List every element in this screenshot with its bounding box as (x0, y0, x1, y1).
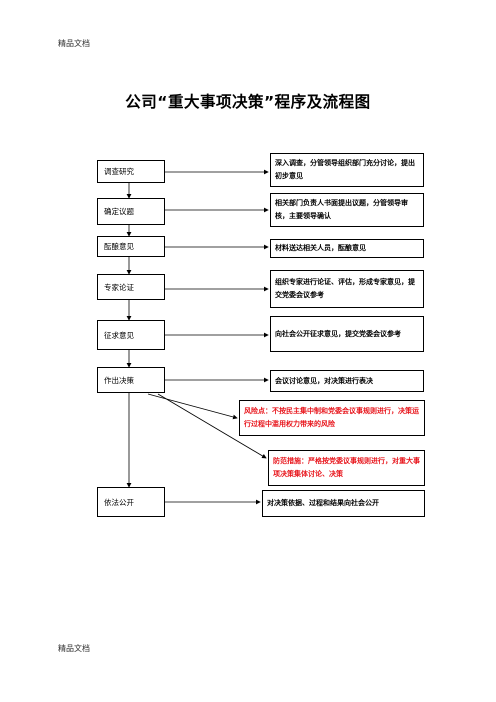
footer-label: 精品文档 (58, 644, 90, 653)
step-label: 依法公开 (104, 497, 134, 507)
step-expert: 专家论证 (97, 274, 165, 300)
step-label: 酝酿意见 (104, 242, 134, 251)
desc-brew: 材料送达相关人员，酝酿意见 (270, 239, 424, 258)
prevention-text: 防范措施：严格按党委议事规则进行，对重大事项决策集体讨论、决策 (273, 457, 420, 478)
desc-topic: 相关部门负责人书面提出议题，分管领导审核，主要领导确认 (270, 193, 424, 227)
step-label: 作出决策 (104, 375, 134, 385)
step-brew: 酝酿意见 (97, 236, 165, 257)
desc-survey: 深入调查，分管领导组织部门充分讨论，提出初步意见 (270, 153, 424, 187)
risk-text: 风险点：不按民主集中制和党委会议事规则进行，决策运行过程中滥用权力带来的风险 (244, 407, 419, 428)
desc-text: 组织专家进行论证、评估，形成专家意见，提交党委会议参考 (275, 278, 415, 299)
desc-text: 材料送达相关人员，酝酿意见 (275, 244, 366, 252)
desc-text: 深入调查，分管领导组织部门充分讨论，提出初步意见 (275, 159, 415, 180)
step-label: 征求意见 (104, 330, 134, 340)
step-topic: 确定议题 (97, 198, 165, 225)
prevention-box: 防范措施：严格按党委议事规则进行，对重大事项决策集体讨论、决策 (268, 450, 425, 486)
step-label: 确定议题 (104, 207, 134, 216)
step-label: 调查研究 (104, 167, 134, 176)
desc-text: 向社会公开征求意见，提交党委会议参考 (275, 329, 401, 338)
desc-consult: 向社会公开征求意见，提交党委会议参考 (270, 316, 424, 352)
risk-box: 风险点：不按民主集中制和党委会议事规则进行，决策运行过程中滥用权力带来的风险 (239, 400, 425, 436)
desc-decide: 会议讨论意见，对决策进行表决 (270, 370, 424, 392)
step-label: 专家论证 (104, 282, 134, 292)
step-survey: 调查研究 (97, 160, 165, 183)
desc-text: 相关部门负责人书面提出议题，分管领导审核，主要领导确认 (275, 199, 408, 220)
step-consult: 征求意见 (97, 320, 165, 350)
step-decide: 作出决策 (97, 367, 165, 393)
desc-publish: 对决策依据、过程和结果向社会公开 (262, 490, 425, 517)
page-title: 公司“重大事项决策”程序及流程图 (125, 93, 371, 111)
desc-text: 会议讨论意见，对决策进行表决 (275, 376, 373, 385)
header-label: 精品文档 (58, 39, 90, 48)
step-publish: 依法公开 (97, 487, 165, 517)
desc-expert: 组织专家进行论证、评估，形成专家意见，提交党委会议参考 (270, 270, 424, 308)
desc-text: 对决策依据、过程和结果向社会公开 (267, 499, 379, 507)
